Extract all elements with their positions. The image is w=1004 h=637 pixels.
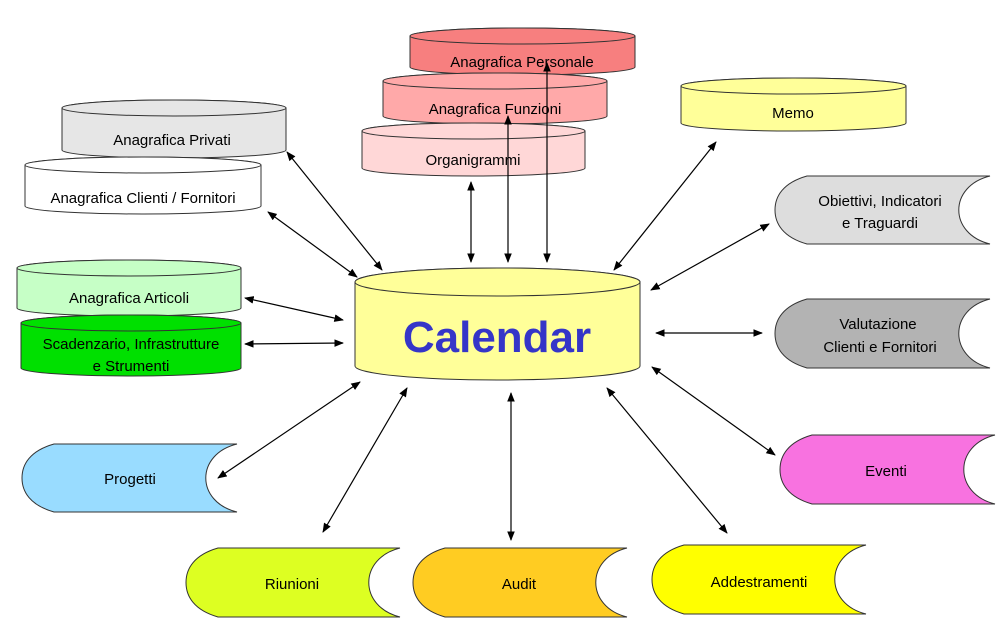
store-obiettivi[interactable]: Obiettivi, Indicatori e Traguardi	[774, 175, 991, 245]
cylinder-anagrafica-clienti-fornitori[interactable]: Anagrafica Clienti / Fornitori	[24, 156, 262, 215]
cylinder-top	[20, 314, 242, 332]
arrow-addestramenti	[606, 387, 728, 534]
label: Memo	[772, 105, 814, 122]
label: Anagrafica Articoli	[69, 290, 189, 307]
label-line1: Obiettivi, Indicatori	[818, 193, 941, 210]
store-shape	[774, 175, 991, 245]
cylinder-anagrafica-personale[interactable]: Anagrafica Personale	[409, 27, 636, 76]
cylinder-anagrafica-funzioni[interactable]: Anagrafica Funzioni	[382, 72, 608, 125]
cylinder-top	[409, 27, 636, 45]
cylinder-top	[24, 156, 262, 174]
label-line2: Clienti e Fornitori	[823, 339, 936, 356]
label-line1: Scadenzario, Infrastrutture	[43, 336, 220, 353]
label-line1: Valutazione	[839, 316, 916, 333]
label: Organigrammi	[425, 152, 520, 169]
label: Addestramenti	[711, 574, 808, 591]
label: Anagrafica Funzioni	[429, 101, 562, 118]
store-audit[interactable]: Audit	[412, 547, 628, 618]
label-line2: e Traguardi	[842, 215, 918, 232]
cylinder-calendar[interactable]: Calendar	[354, 267, 641, 381]
cylinder-top	[382, 72, 608, 90]
cylinder-top	[61, 99, 287, 117]
arrow-clienti	[267, 211, 358, 278]
cylinder-top	[361, 122, 586, 140]
cylinder-top	[16, 259, 242, 277]
cylinder-top	[680, 77, 907, 95]
label: Riunioni	[265, 576, 319, 593]
label: Audit	[502, 576, 537, 593]
store-shape	[779, 434, 996, 505]
connectors	[217, 62, 776, 541]
label: Eventi	[865, 463, 907, 480]
arrow-eventi	[651, 366, 776, 456]
calendar-title: Calendar	[403, 313, 591, 362]
arrow-articoli	[244, 296, 344, 322]
arrow-scadenzario	[244, 339, 344, 348]
cylinder-top	[354, 267, 641, 297]
label: Anagrafica Privati	[113, 132, 231, 149]
cylinder-organigrammi[interactable]: Organigrammi	[361, 122, 586, 177]
arrow-progetti	[217, 381, 361, 479]
cylinder-anagrafica-articoli[interactable]: Anagrafica Articoli	[16, 259, 242, 317]
arrow-privati	[286, 151, 383, 271]
arrow-riunioni	[322, 387, 408, 533]
store-eventi[interactable]: Eventi	[779, 434, 996, 505]
label: Anagrafica Clienti / Fornitori	[50, 190, 235, 207]
arrow-memo	[613, 141, 717, 271]
cylinder-scadenzario[interactable]: Scadenzario, Infrastrutture e Strumenti	[20, 314, 242, 377]
store-shape	[185, 547, 401, 618]
store-shape	[21, 443, 238, 513]
label: Anagrafica Personale	[450, 54, 593, 71]
store-shape	[774, 298, 991, 369]
arrow-obiettivi	[650, 223, 770, 291]
store-shape	[412, 547, 628, 618]
cylinder-anagrafica-privati[interactable]: Anagrafica Privati	[61, 99, 287, 159]
store-progetti[interactable]: Progetti	[21, 443, 238, 513]
store-shape	[651, 544, 867, 615]
label-line2: e Strumenti	[93, 358, 170, 375]
store-valutazione[interactable]: Valutazione Clienti e Fornitori	[774, 298, 991, 369]
store-riunioni[interactable]: Riunioni	[185, 547, 401, 618]
cylinder-memo[interactable]: Memo	[680, 77, 907, 132]
label: Progetti	[104, 471, 156, 488]
store-addestramenti[interactable]: Addestramenti	[651, 544, 867, 615]
